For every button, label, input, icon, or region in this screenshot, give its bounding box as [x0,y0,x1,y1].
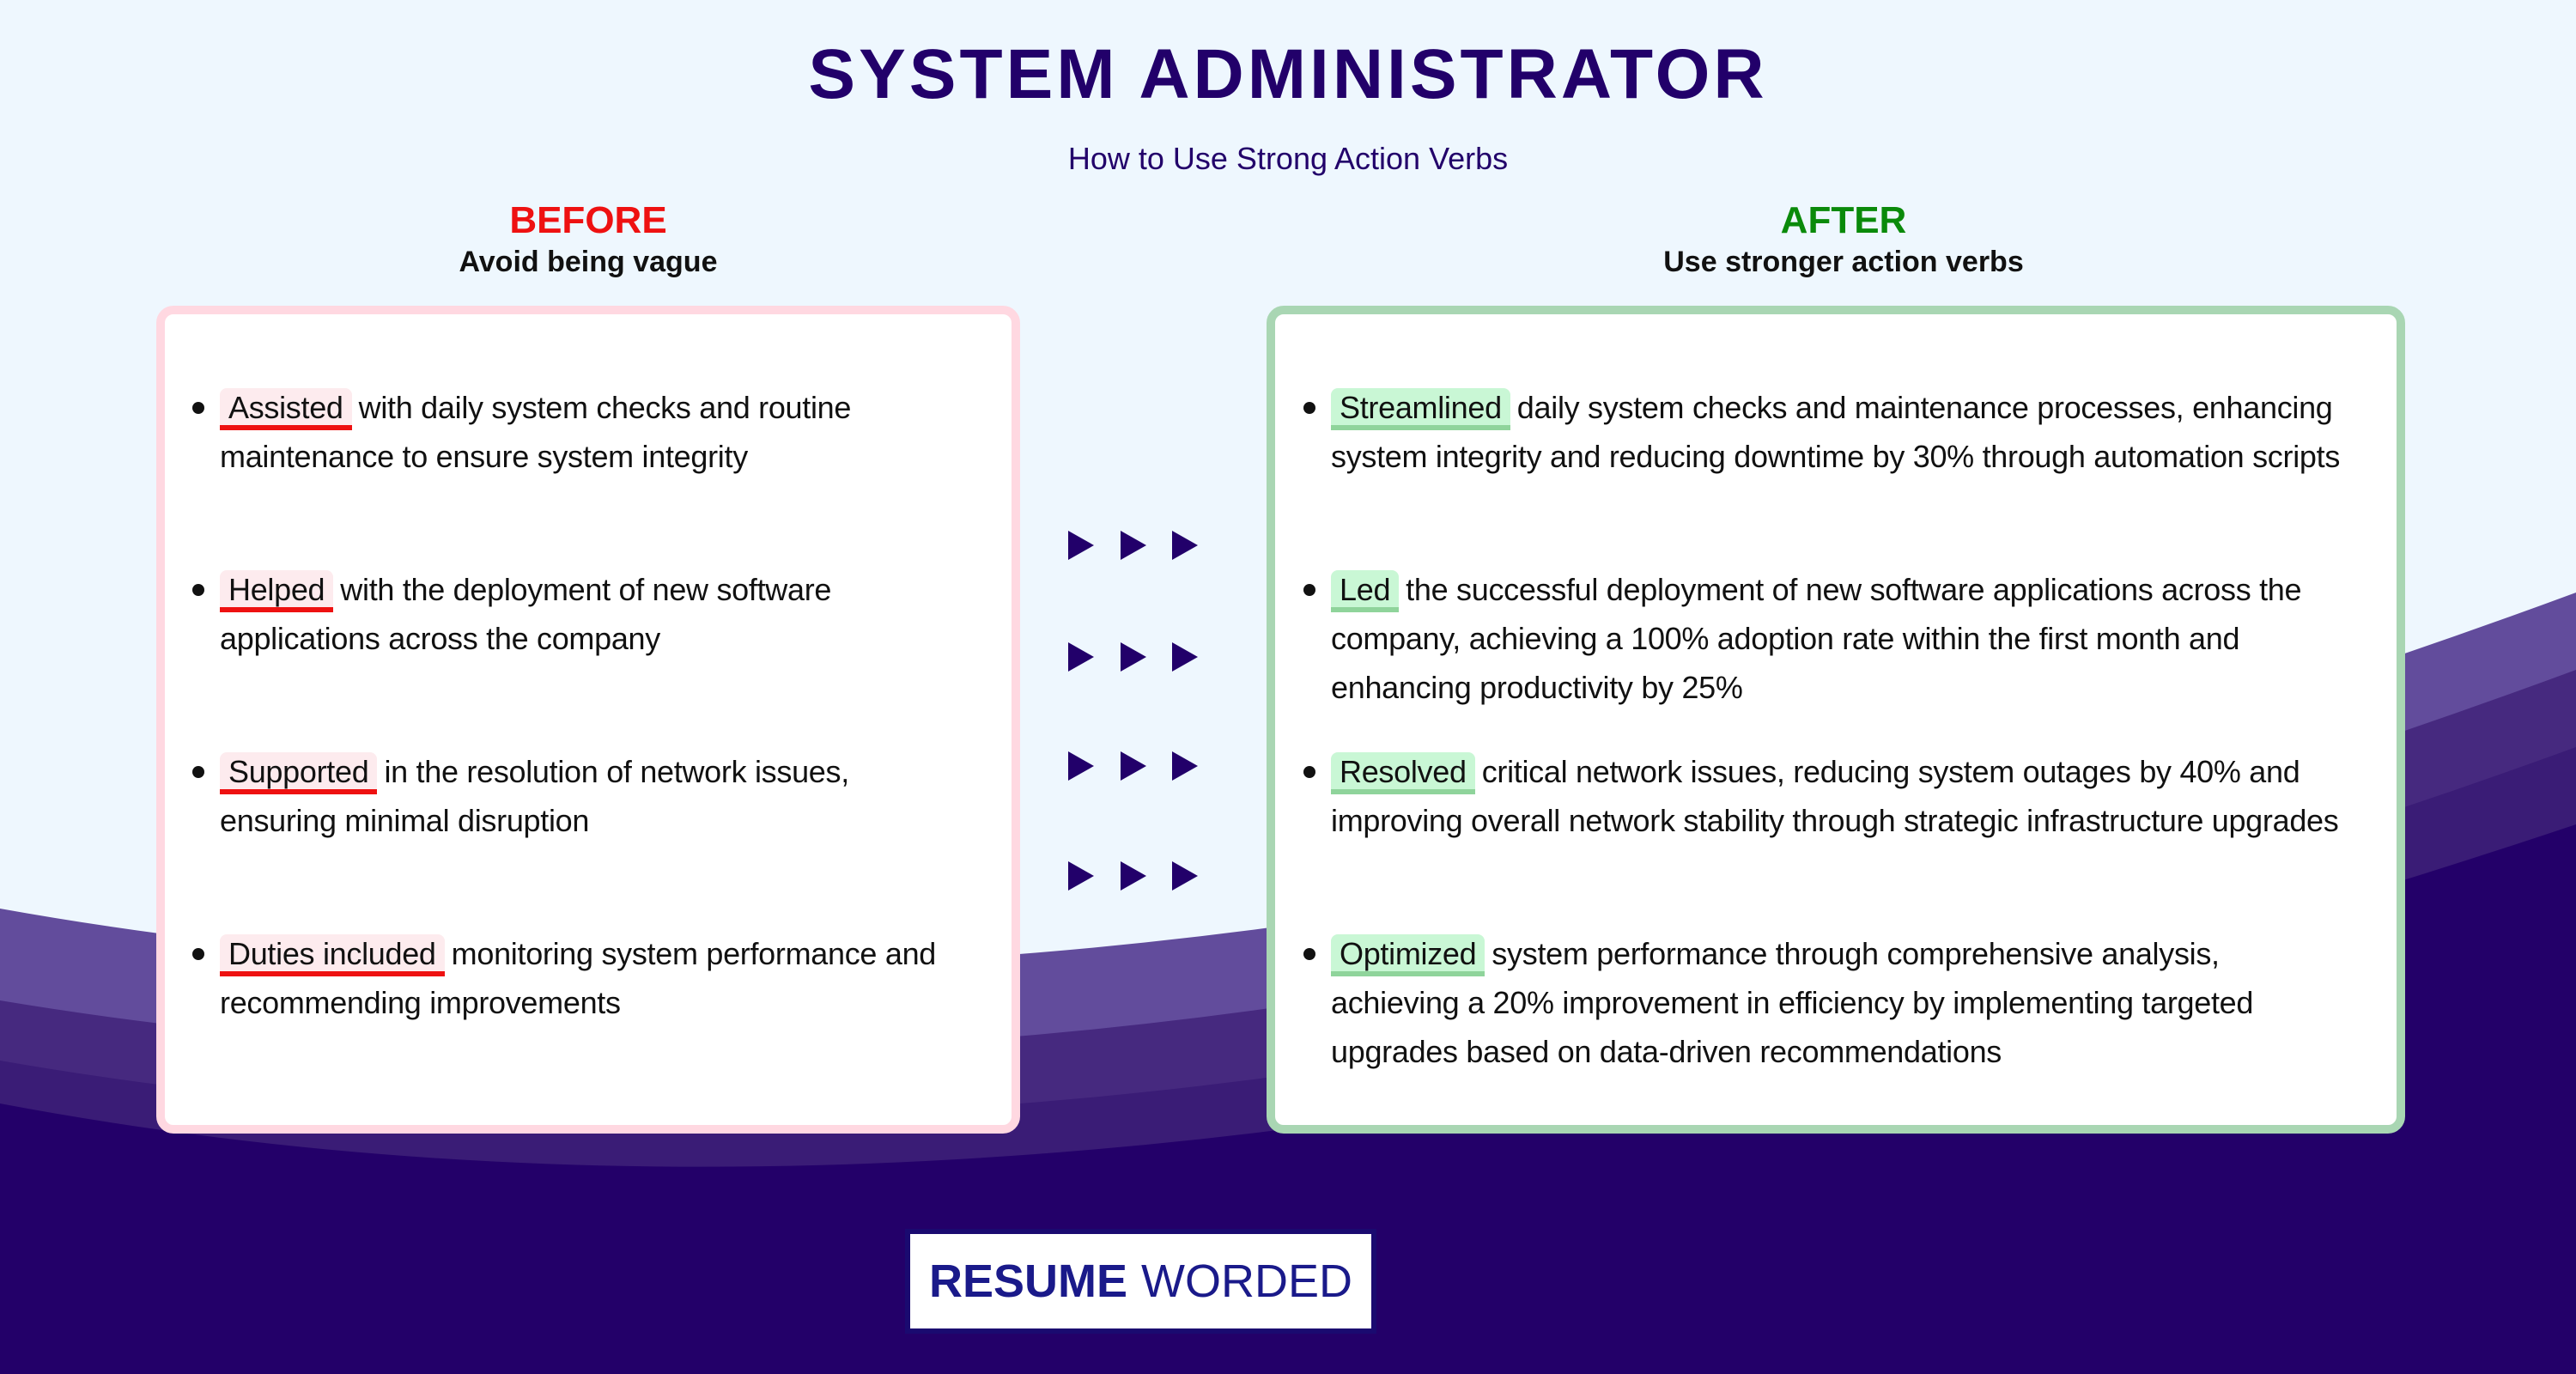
bullet-icon [1303,584,1315,596]
wave-layer-dark [0,824,2576,1374]
item-text: in the resolution of network issues, ens… [220,754,849,838]
item-text: system performance through comprehensive… [1331,936,2254,1069]
arrow-right-icon [1121,861,1146,891]
item-text: with the deployment of new software appl… [220,572,832,656]
before-heading: BEFORE [509,199,667,241]
before-header: BEFORE Avoid being vague [159,199,1018,279]
arrow-right-icon [1172,751,1198,781]
weak-verb: Assisted [220,388,352,430]
after-subheading: Use stronger action verbs [1663,246,2024,278]
bullet-icon [192,584,204,596]
arrow-right-icon [1068,861,1094,891]
page-subtitle: How to Use Strong Action Verbs [1067,141,1509,176]
arrow-right-icon [1068,642,1094,672]
logo-light: WORDED [1141,1255,1352,1307]
arrow-right-icon [1172,531,1198,560]
item-text: daily system checks and maintenance proc… [1331,390,2341,474]
item-text: monitoring system performance and recomm… [220,936,937,1020]
arrow-right-icon [1121,642,1146,672]
weak-verb: Duties included [220,934,445,976]
after-header: AFTER Use stronger action verbs [1414,199,2273,279]
arrow-right-icon [1068,751,1094,781]
bullet-icon [192,766,204,778]
bullet-icon [1303,948,1315,960]
item-text: with daily system checks and routine mai… [220,390,852,474]
page-title: SYSTEM ADMINISTRATOR [808,35,1768,113]
arrow-right-icon [1172,642,1198,672]
arrow-right-icon [1121,751,1146,781]
arrow-right-icon [1121,531,1146,560]
bullet-icon [192,402,204,414]
before-subheading: Avoid being vague [459,246,718,278]
item-text: critical network issues, reducing system… [1331,754,2339,838]
bullet-icon [1303,766,1315,778]
bullet-icon [1303,402,1315,414]
bullet-icon [192,948,204,960]
after-heading: AFTER [1780,199,1907,241]
arrow-right-icon [1068,531,1094,560]
logo-bold: RESUME [928,1255,1128,1307]
weak-verb: Helped [220,570,334,612]
strong-verb: Optimized [1331,934,1485,976]
arrow-right-icon [1172,861,1198,891]
strong-verb: Resolved [1331,752,1475,794]
strong-verb: Led [1331,570,1400,612]
weak-verb: Supported [220,752,378,794]
item-text: the successful deployment of new softwar… [1331,572,2302,705]
strong-verb: Streamlined [1331,388,1510,430]
